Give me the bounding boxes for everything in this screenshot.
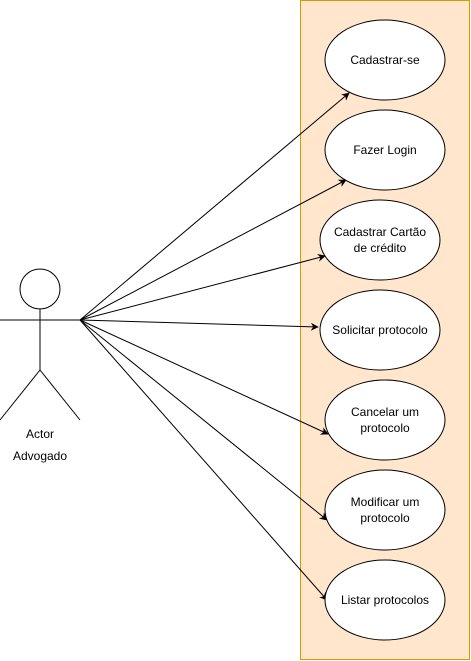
- use-case-ellipse[interactable]: [324, 109, 446, 191]
- association-arrow-cadastrar-cartao: [79, 253, 326, 321]
- use-case-label: Solicitar protocolo: [332, 323, 428, 337]
- use-case-label: de crédito: [354, 241, 407, 255]
- use-case-modificar-protocolo[interactable]: Modificar um protocolo: [324, 469, 446, 551]
- actor-role: Advogado: [13, 449, 67, 463]
- use-case-label: Cadastrar Cartão: [334, 225, 426, 239]
- use-case-ellipse[interactable]: [324, 469, 446, 551]
- use-case-label: Listar protocolos: [341, 593, 429, 607]
- use-case-label: Cadastrar-se: [350, 53, 420, 67]
- actor-figure: [0, 268, 81, 421]
- actor-name: Actor: [26, 427, 54, 441]
- associations: [79, 92, 350, 601]
- use-case-ellipse[interactable]: [324, 559, 446, 641]
- association-arrow-solicitar-protocolo: [79, 319, 319, 331]
- association-arrow-cancelar-protocolo: [79, 319, 329, 435]
- use-case-ellipse[interactable]: [324, 379, 446, 461]
- actor-right-leg: [39, 369, 81, 421]
- use-case-cadastrar-se[interactable]: Cadastrar-se: [324, 19, 446, 101]
- use-case-label: protocolo: [360, 421, 410, 435]
- use-case-ellipse[interactable]: [319, 199, 441, 281]
- use-case-label: Fazer Login: [353, 143, 416, 157]
- use-case-ellipse[interactable]: [324, 19, 446, 101]
- use-case-cancelar-protocolo[interactable]: Cancelar um protocolo: [324, 379, 446, 461]
- use-case-label: Cancelar um: [351, 405, 419, 419]
- association-arrow-listar-protocolos: [79, 319, 328, 601]
- use-case-solicitar-protocolo[interactable]: Solicitar protocolo: [319, 289, 441, 371]
- use-case-fazer-login[interactable]: Fazer Login: [324, 109, 446, 191]
- use-case-label: protocolo: [360, 511, 410, 525]
- use-case-listar-protocolos[interactable]: Listar protocolos: [324, 559, 446, 641]
- use-case-label: Modificar um: [351, 495, 420, 509]
- association-arrow-modificar-protocolo: [79, 319, 328, 521]
- use-case-cadastrar-cartao[interactable]: Cadastrar Cartão de crédito: [319, 199, 441, 281]
- actor-left-leg: [0, 369, 41, 421]
- use-case-ellipse[interactable]: [319, 289, 441, 371]
- association-arrow-fazer-login: [79, 179, 347, 321]
- actor-head: [19, 268, 61, 310]
- association-arrow-cadastrar-se: [79, 92, 350, 321]
